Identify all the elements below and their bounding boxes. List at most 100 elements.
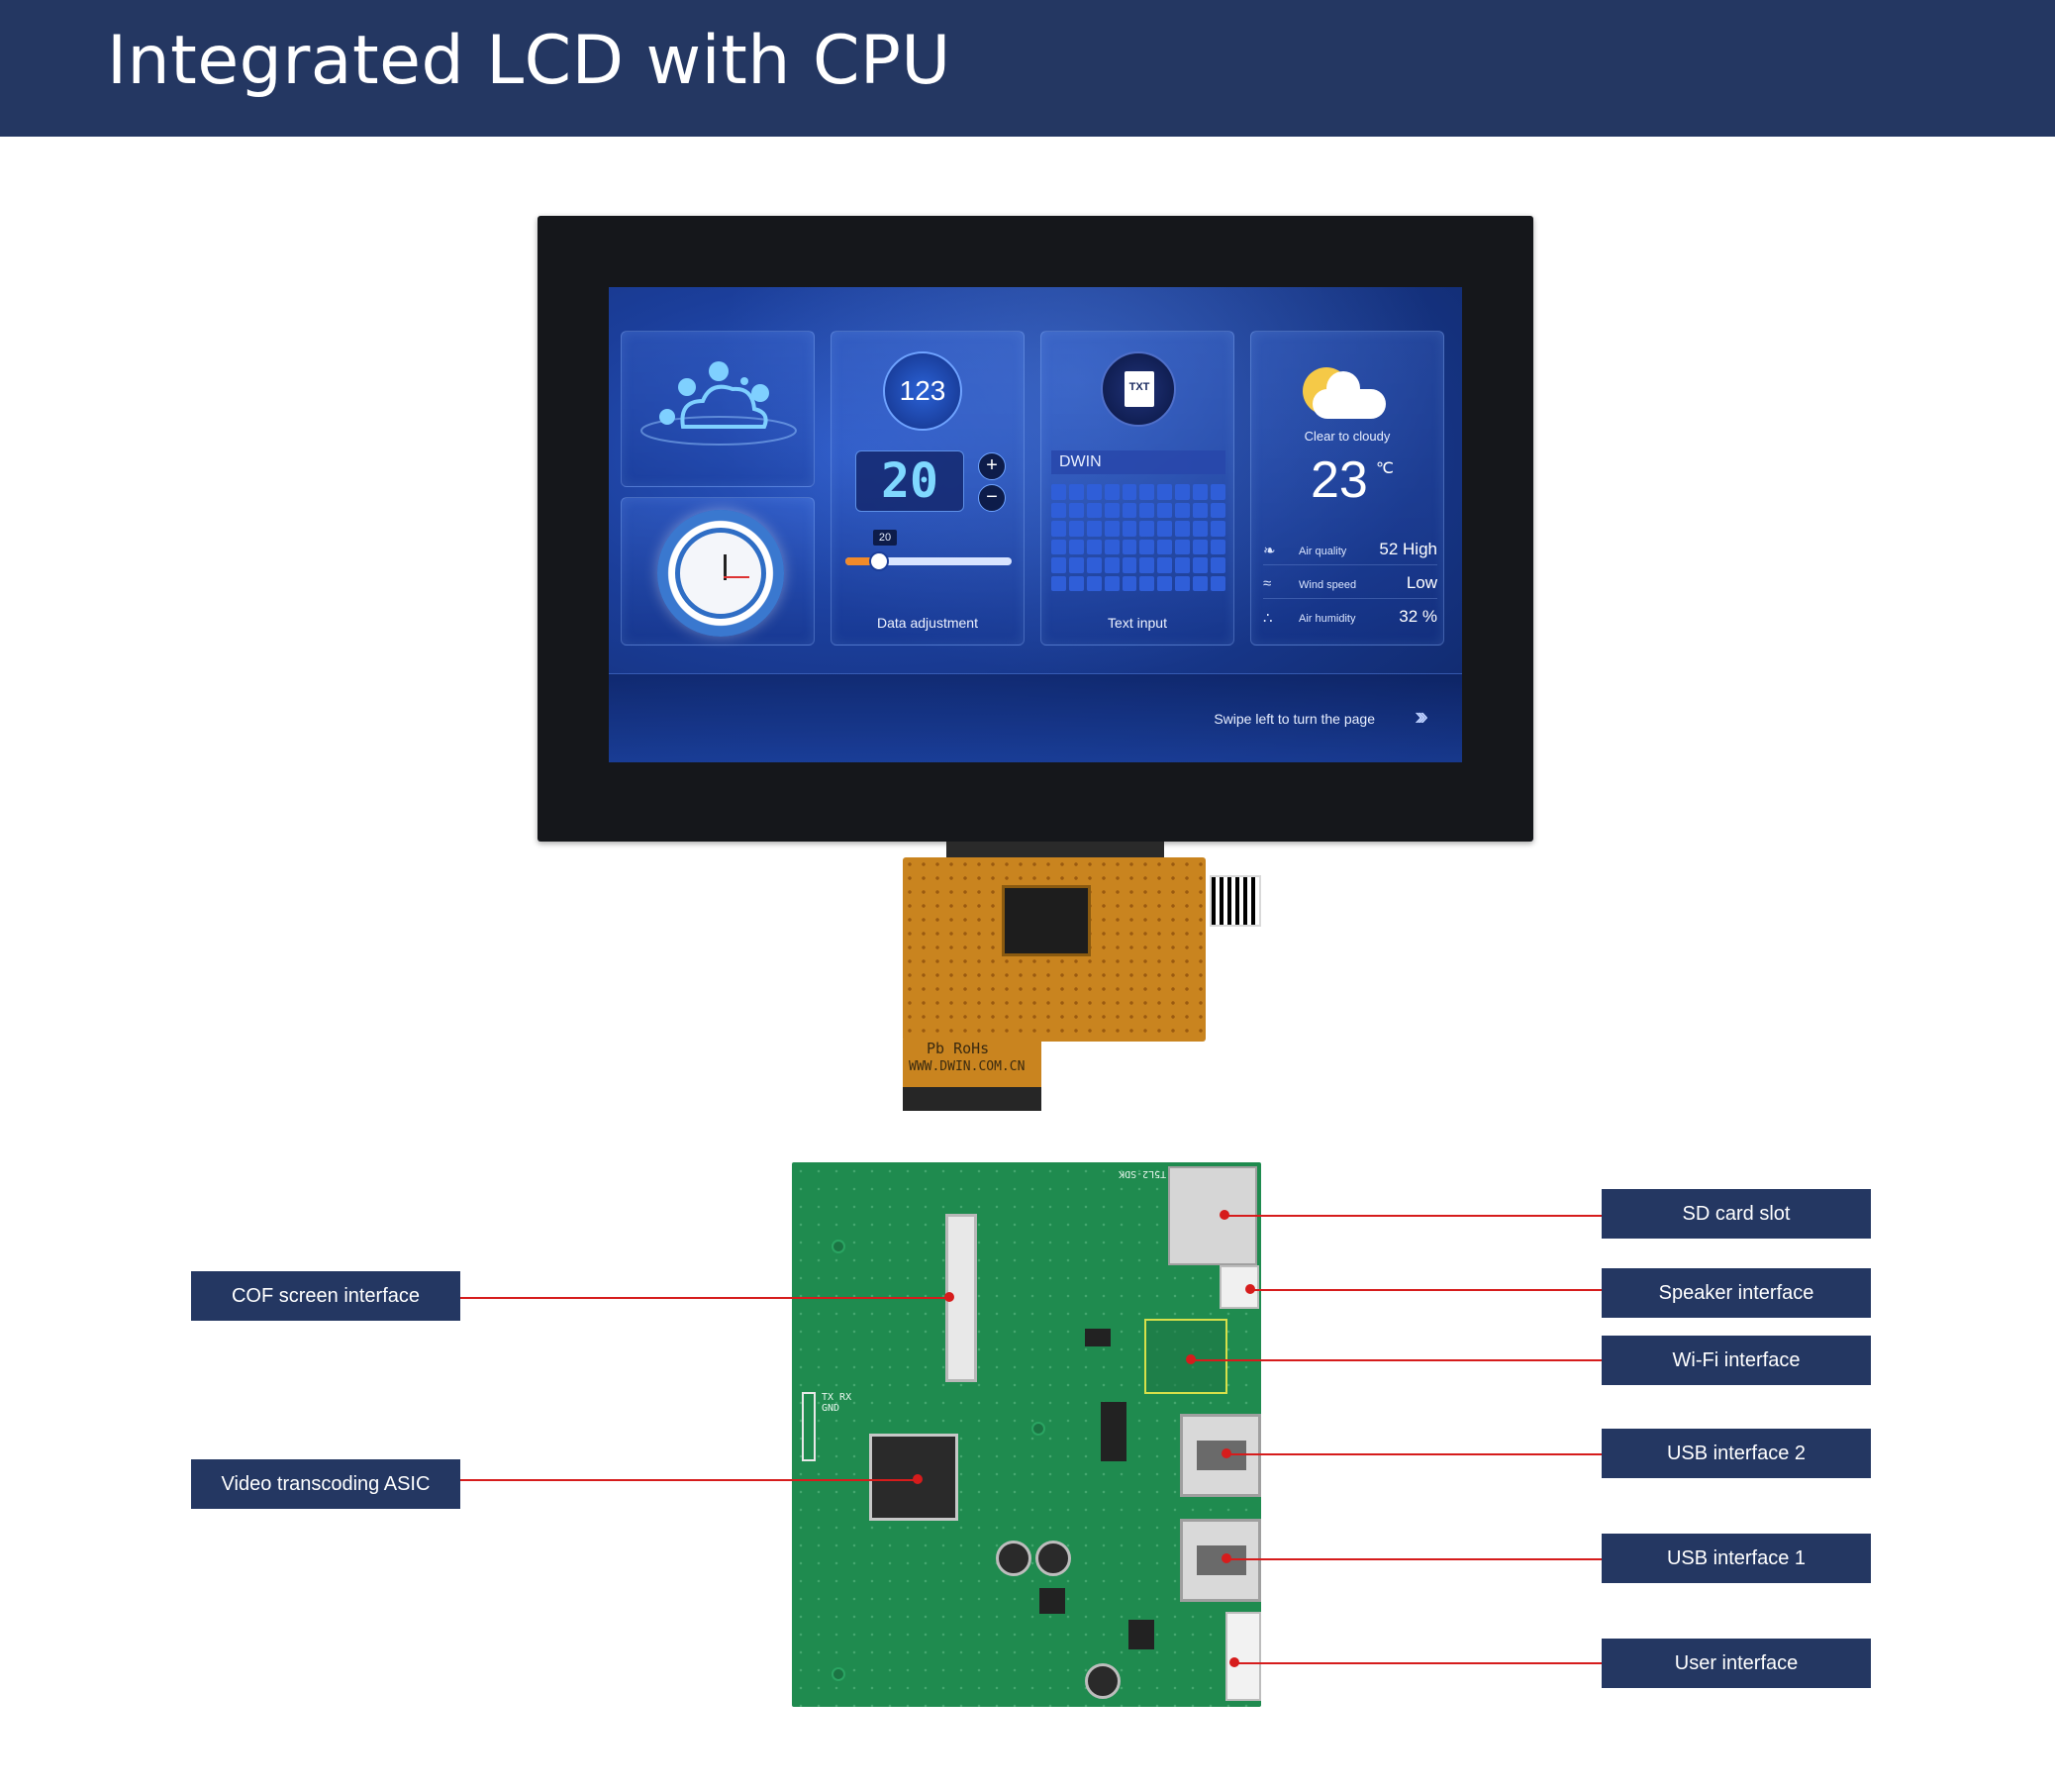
keyboard-key[interactable]: [1068, 502, 1084, 518]
keyboard-key[interactable]: [1157, 521, 1173, 537]
keyboard-key[interactable]: [1051, 484, 1066, 500]
header-banner: Integrated LCD with CPU: [0, 0, 2055, 137]
keyboard-key[interactable]: [1086, 521, 1102, 537]
keyboard-key[interactable]: [1122, 539, 1137, 554]
keyboard-key[interactable]: [1193, 502, 1209, 518]
on-screen-keyboard[interactable]: [1051, 484, 1225, 591]
keyboard-key[interactable]: [1157, 539, 1173, 554]
leader-dot: [1220, 1210, 1229, 1220]
callout-sd-card-slot: SD card slot: [1602, 1189, 1871, 1239]
weather-row-label: Air humidity: [1299, 613, 1356, 625]
humidity-icon: ∴: [1263, 610, 1273, 627]
keyboard-key[interactable]: [1211, 521, 1225, 537]
keyboard-key[interactable]: [1068, 521, 1084, 537]
keyboard-key[interactable]: [1068, 539, 1084, 554]
keyboard-key[interactable]: [1139, 502, 1155, 518]
leader-dot: [1186, 1354, 1196, 1364]
keyboard-key[interactable]: [1175, 539, 1191, 554]
keyboard-key[interactable]: [1104, 575, 1120, 591]
screen-footer-bar: [609, 673, 1462, 762]
lcd-screen: 123 20 + − 20 Data adjustment TXT DWIN T…: [609, 287, 1462, 762]
mounting-hole: [832, 1667, 845, 1681]
keyboard-key[interactable]: [1211, 575, 1225, 591]
keyboard-key[interactable]: [1051, 521, 1066, 537]
increment-button[interactable]: +: [978, 452, 1006, 480]
qr-code-icon: [1210, 875, 1261, 927]
decrement-button[interactable]: −: [978, 484, 1006, 512]
keyboard-key[interactable]: [1175, 575, 1191, 591]
keyboard-key[interactable]: [1068, 557, 1084, 573]
keyboard-key[interactable]: [1104, 484, 1120, 500]
keyboard-key[interactable]: [1051, 575, 1066, 591]
keyboard-key[interactable]: [1139, 539, 1155, 554]
keyboard-key[interactable]: [1157, 484, 1173, 500]
weather-row-air-humidity: ∴ Air humidity 32 %: [1263, 607, 1437, 633]
keyboard-key[interactable]: [1193, 521, 1209, 537]
weather-row-wind-speed: ≈ Wind speed Low: [1263, 573, 1437, 599]
keyboard-key[interactable]: [1122, 575, 1137, 591]
swipe-arrows-icon[interactable]: ›››: [1415, 701, 1428, 731]
keyboard-key[interactable]: [1104, 557, 1120, 573]
keyboard-key[interactable]: [1193, 484, 1209, 500]
keyboard-key[interactable]: [1193, 575, 1209, 591]
keyboard-key[interactable]: [1139, 484, 1155, 500]
keyboard-key[interactable]: [1086, 502, 1102, 518]
slider-handle[interactable]: [868, 551, 889, 571]
fpc-controller-chip: [1002, 885, 1091, 956]
cloud-tile[interactable]: [621, 331, 815, 487]
keyboard-key[interactable]: [1175, 557, 1191, 573]
keyboard-key[interactable]: [1122, 557, 1137, 573]
keyboard-key[interactable]: [1175, 521, 1191, 537]
weather-row-value: Low: [1406, 573, 1437, 592]
keyboard-key[interactable]: [1157, 557, 1173, 573]
keyboard-key[interactable]: [1086, 539, 1102, 554]
keyboard-key[interactable]: [1051, 557, 1066, 573]
keyboard-key[interactable]: [1211, 484, 1225, 500]
keyboard-key[interactable]: [1051, 502, 1066, 518]
keyboard-key[interactable]: [1175, 502, 1191, 518]
capacitor: [996, 1541, 1031, 1576]
keyboard-key[interactable]: [1086, 484, 1102, 500]
keyboard-key[interactable]: [1211, 502, 1225, 518]
text-input-tile[interactable]: TXT DWIN Text input: [1040, 331, 1234, 646]
keyboard-key[interactable]: [1104, 539, 1120, 554]
keyboard-key[interactable]: [1122, 484, 1137, 500]
keyboard-key[interactable]: [1086, 575, 1102, 591]
slider-value-tag: 20: [873, 530, 897, 546]
keyboard-key[interactable]: [1051, 539, 1066, 554]
keyboard-key[interactable]: [1104, 502, 1120, 518]
clock-tile[interactable]: [621, 497, 815, 646]
keyboard-key[interactable]: [1068, 575, 1084, 591]
keyboard-key[interactable]: [1193, 557, 1209, 573]
keyboard-key[interactable]: [1139, 557, 1155, 573]
txt-document: TXT: [1125, 371, 1154, 407]
keyboard-key[interactable]: [1122, 521, 1137, 537]
weather-condition: Clear to cloudy: [1304, 429, 1391, 444]
page-title: Integrated LCD with CPU: [107, 22, 951, 100]
data-value-display: 20: [855, 450, 964, 512]
keyboard-key[interactable]: [1086, 557, 1102, 573]
keyboard-key[interactable]: [1104, 521, 1120, 537]
data-adjustment-tile[interactable]: 123 20 + − 20 Data adjustment: [831, 331, 1025, 646]
keyboard-key[interactable]: [1157, 502, 1173, 518]
text-input-field[interactable]: DWIN: [1051, 450, 1225, 474]
keyboard-key[interactable]: [1175, 484, 1191, 500]
keyboard-key[interactable]: [1211, 557, 1225, 573]
txt-icon-label: TXT: [1128, 381, 1150, 393]
keyboard-key[interactable]: [1068, 484, 1084, 500]
capacitor: [1035, 1541, 1071, 1576]
data-slider[interactable]: [845, 557, 1012, 565]
callout-speaker-interface: Speaker interface: [1602, 1268, 1871, 1318]
smd-component: [1039, 1588, 1065, 1614]
keyboard-key[interactable]: [1193, 539, 1209, 554]
keyboard-key[interactable]: [1211, 539, 1225, 554]
keyboard-key[interactable]: [1139, 575, 1155, 591]
leader-dot: [1229, 1657, 1239, 1667]
mounting-hole: [1031, 1422, 1045, 1436]
clock-face: [675, 528, 766, 619]
weather-tile[interactable]: Clear to cloudy 23 ℃ ❧ Air quality 52 Hi…: [1250, 331, 1444, 646]
leader-dot: [1245, 1284, 1255, 1294]
keyboard-key[interactable]: [1122, 502, 1137, 518]
keyboard-key[interactable]: [1139, 521, 1155, 537]
keyboard-key[interactable]: [1157, 575, 1173, 591]
